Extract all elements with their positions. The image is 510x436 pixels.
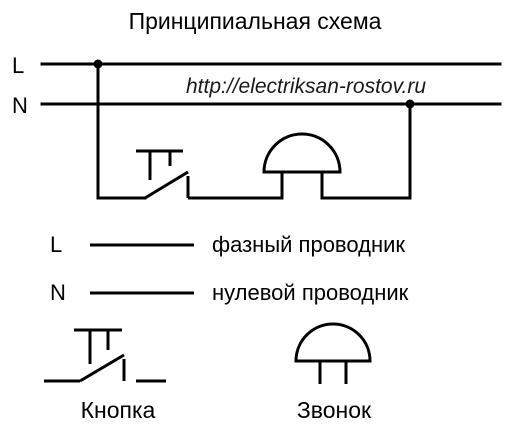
neutral-junction-dot bbox=[405, 99, 415, 109]
watermark-url: http://electriksan-rostov.ru bbox=[186, 75, 426, 98]
legend-bell-icon bbox=[294, 322, 372, 384]
circuit-bell-icon bbox=[262, 132, 342, 198]
button-caption: Кнопка bbox=[81, 397, 156, 423]
phase-line-label: L bbox=[12, 53, 24, 78]
phase-drop-wire bbox=[96, 62, 147, 200]
legend-neutral-description: нулевой проводник bbox=[212, 280, 409, 305]
legend-neutral-symbol: N bbox=[50, 280, 66, 305]
bell-caption: Звонок bbox=[297, 397, 372, 423]
diagram-title: Принципиальная схема bbox=[129, 8, 382, 34]
circuit-push-button-icon bbox=[136, 149, 193, 200]
legend-push-button-icon bbox=[44, 328, 166, 383]
bell-to-neutral-wire bbox=[320, 102, 412, 200]
legend-phase-symbol: L bbox=[50, 232, 62, 257]
neutral-line-label: N bbox=[12, 93, 28, 118]
legend-phase-description: фазный проводник bbox=[212, 232, 405, 257]
phase-junction-dot bbox=[93, 59, 103, 69]
